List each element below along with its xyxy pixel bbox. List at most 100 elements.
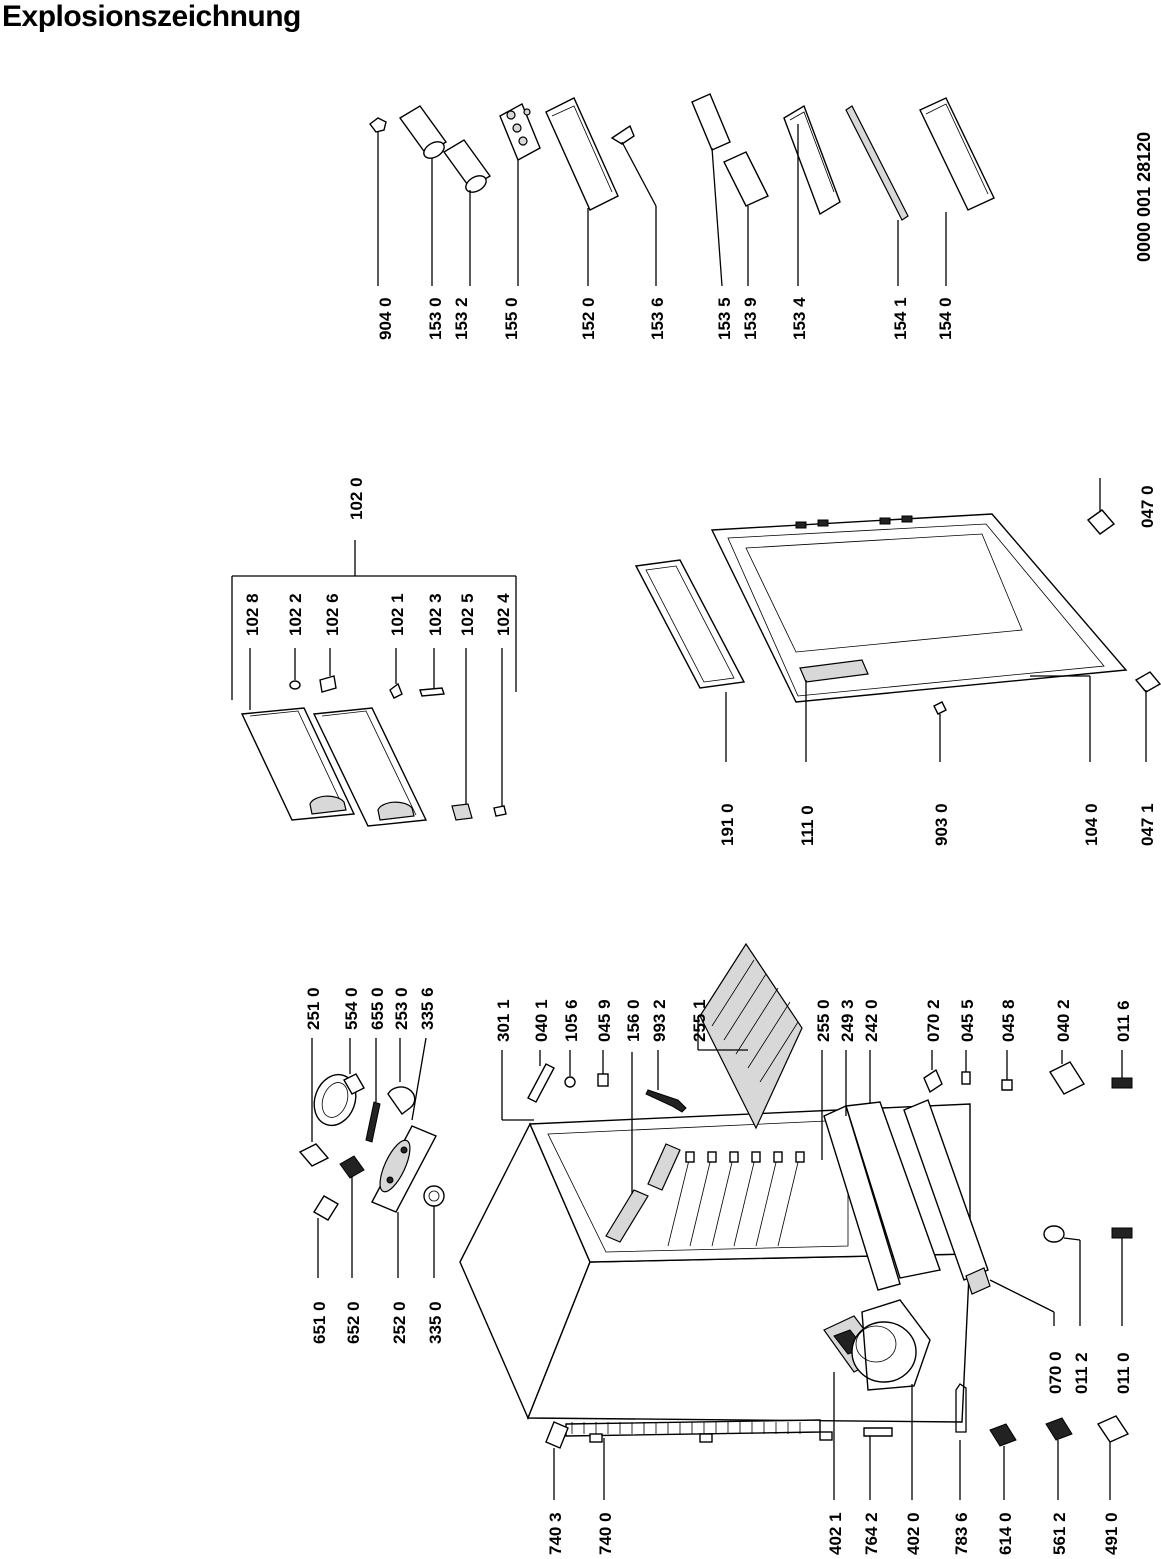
part-153-4-edge	[789, 111, 835, 193]
shelf-rail	[733, 1153, 757, 1247]
part-242-0-crisper	[845, 1101, 941, 1279]
label-301-1: 301 1	[494, 999, 513, 1042]
label-903-0: 903 0	[932, 803, 951, 846]
part-491-0-shape	[1096, 1415, 1130, 1443]
part-764-2-dryer	[863, 1427, 893, 1437]
part-993-2-shape	[645, 1089, 687, 1113]
part-070-2-shape	[923, 1068, 943, 1094]
part-651-0-lamp	[313, 1195, 339, 1221]
part-740-0-clip	[589, 1433, 603, 1443]
part-191-0-inner	[645, 565, 735, 683]
part-740-0-condenser	[565, 1419, 821, 1437]
part-740-3-clamp	[545, 1421, 569, 1449]
part-154-0-shape	[919, 97, 995, 211]
part-011-6-shape	[1111, 1077, 1133, 1089]
part-153-2-end	[465, 175, 487, 193]
part-102-5-shape	[451, 803, 473, 821]
label-255-0: 255 0	[814, 999, 833, 1042]
label-783-6: 783 6	[952, 1512, 971, 1555]
part-040-1-shape	[527, 1063, 555, 1103]
part-155-0-cup	[523, 108, 531, 116]
label-154-1: 154 1	[891, 297, 910, 340]
label-152-0: 152 0	[579, 297, 598, 340]
label-070-2: 070 2	[924, 999, 943, 1042]
label-153-5: 153 5	[715, 297, 734, 340]
label-070-0: 070 0	[1046, 1351, 1065, 1394]
label-249-3: 249 3	[838, 999, 857, 1042]
part-047-1-shape	[1134, 671, 1161, 693]
shelf-support	[751, 1151, 761, 1163]
label-011-6: 011 6	[1114, 1000, 1133, 1042]
cabinet-bottom-rail	[903, 1099, 989, 1281]
label-561-2: 561 2	[1050, 1512, 1069, 1555]
label-554-0: 554 0	[342, 987, 361, 1030]
shelf-group-102	[231, 540, 517, 827]
label-191-0: 191 0	[718, 803, 737, 846]
label-335-0: 335 0	[426, 1301, 445, 1344]
door-group	[634, 478, 1161, 762]
part-102-shelf-2	[312, 707, 428, 827]
page-title: Explosionszeichnung	[2, 0, 301, 33]
label-102-4: 102 4	[494, 593, 513, 636]
part-104-0-hole	[795, 521, 807, 529]
part-655-0-spring	[365, 1101, 381, 1143]
part-153-6-shape	[610, 124, 635, 145]
label-153-2: 153 2	[452, 297, 471, 340]
compressor-group	[545, 1299, 1130, 1500]
part-153-4-shape	[783, 104, 841, 216]
label-153-0: 153 0	[426, 297, 445, 340]
part-402-0-base	[861, 1299, 931, 1391]
part-155-0-shape	[499, 103, 541, 161]
shelf-support	[707, 1151, 717, 1163]
part-045-5-shape	[961, 1071, 971, 1085]
part-402-0-compressor-top	[855, 1325, 897, 1363]
cabinet-interior	[547, 1119, 849, 1253]
label-251-0: 251 0	[304, 987, 323, 1030]
part-102-shelf-2-edge	[321, 710, 417, 816]
label-045-5: 045 5	[958, 999, 977, 1042]
label-652-0: 652 0	[344, 1301, 363, 1344]
shelf-support	[729, 1151, 739, 1163]
part-191-0-shape	[634, 559, 746, 689]
label-614-0: 614 0	[996, 1512, 1015, 1555]
part-155-0-cup	[512, 123, 522, 133]
part-047-0-shape	[1086, 509, 1116, 535]
part-104-0-hole	[901, 515, 913, 523]
label-011-2: 011 2	[1072, 1352, 1091, 1394]
label-993-2: 993 2	[650, 999, 669, 1042]
label-255-1: 255 1	[690, 999, 709, 1042]
label-102-8: 102 8	[243, 593, 262, 636]
label-040-1: 040 1	[532, 999, 551, 1042]
label-045-9: 045 9	[595, 999, 614, 1042]
leader-070-0	[989, 1279, 1055, 1313]
shelf-support	[773, 1151, 783, 1163]
part-335-0-knob	[423, 1185, 445, 1207]
leader-335-6	[411, 1037, 427, 1121]
label-047-0: 047 0	[1138, 485, 1157, 528]
label-764-2: 764 2	[862, 1512, 881, 1555]
part-104-0-hole	[879, 517, 891, 525]
thermostat-group	[298, 1037, 445, 1278]
part-154-0-edge	[925, 103, 989, 195]
part-155-0-cup	[506, 110, 516, 120]
label-102-3: 102 3	[426, 593, 445, 636]
label-740-3: 740 3	[546, 1512, 565, 1555]
label-491-0: 491 0	[1102, 1512, 1121, 1555]
shelf-rail	[711, 1153, 735, 1247]
part-903-0-shape	[933, 701, 947, 715]
part-011-0-shape	[1111, 1227, 1133, 1239]
part-402-0-compressor	[851, 1321, 917, 1383]
shelf-rail	[777, 1153, 801, 1247]
part-783-6-pipe	[955, 1383, 967, 1433]
part-252-0-hole	[400, 1146, 408, 1154]
part-104-0-hole	[817, 519, 829, 527]
part-740-0-clip	[819, 1431, 833, 1441]
label-153-4: 153 4	[790, 297, 809, 340]
part-152-0-edge	[551, 105, 613, 193]
label-102-5: 102 5	[458, 593, 477, 636]
label-105-6: 105 6	[562, 999, 581, 1042]
part-554-0-ring	[313, 1073, 357, 1127]
label-102-2: 102 2	[286, 593, 305, 636]
part-045-8-shape	[1001, 1079, 1013, 1091]
cabinet-lamp-housing	[647, 1143, 681, 1191]
